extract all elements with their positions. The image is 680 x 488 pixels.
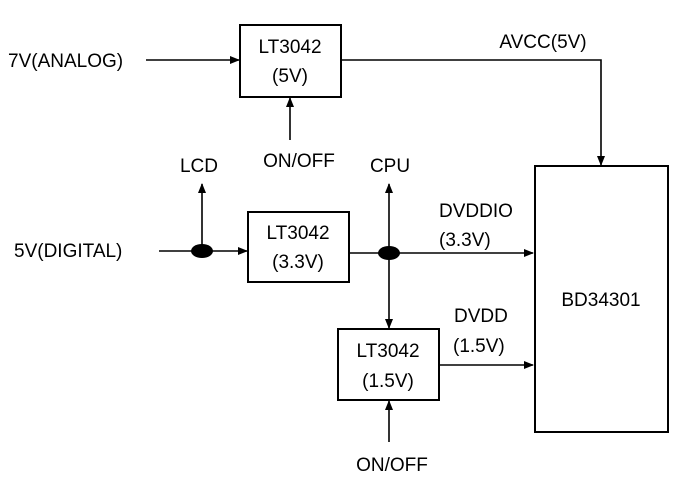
bd34301-chip: BD34301 <box>534 165 669 433</box>
regulator-3v3-block: LT3042 (3.3V) <box>247 211 350 283</box>
lcd-label: LCD <box>180 156 218 177</box>
chip-box <box>534 165 669 433</box>
input-analog-label: 7V(ANALOG) <box>8 51 123 72</box>
top-onoff-label: ON/OFF <box>263 151 335 172</box>
input-digital-label: 5V(DIGITAL) <box>14 241 122 262</box>
dvdd-voltage-label: (1.5V) <box>453 336 505 357</box>
cpu-label: CPU <box>370 156 410 177</box>
regulator-3v3-box <box>247 211 350 283</box>
regulator-5v-voltage: (5V) <box>272 66 308 87</box>
regulator-5v-box <box>239 24 342 98</box>
regulator-3v3-name: LT3042 <box>266 223 329 244</box>
avcc-rail-arrow <box>342 59 605 166</box>
regulator-1v5-block: LT3042 (1.5V) <box>337 328 440 401</box>
regulator-3v3-voltage: (3.3V) <box>272 252 324 273</box>
dvddio-voltage-label: (3.3V) <box>439 230 491 251</box>
regulator-1v5-voltage: (1.5V) <box>362 371 414 392</box>
regulator-5v-name: LT3042 <box>258 37 321 58</box>
regulator-1v5-name: LT3042 <box>356 341 419 362</box>
dvddio-name-label: DVDDIO <box>439 201 513 222</box>
dvdd-name-label: DVDD <box>454 306 508 327</box>
bottom-onoff-label: ON/OFF <box>356 455 428 476</box>
avcc-label: AVCC(5V) <box>499 32 586 53</box>
regulator-5v-block: LT3042 (5V) <box>239 24 342 98</box>
chip-name: BD34301 <box>561 290 640 311</box>
regulator-1v5-box <box>337 328 440 401</box>
